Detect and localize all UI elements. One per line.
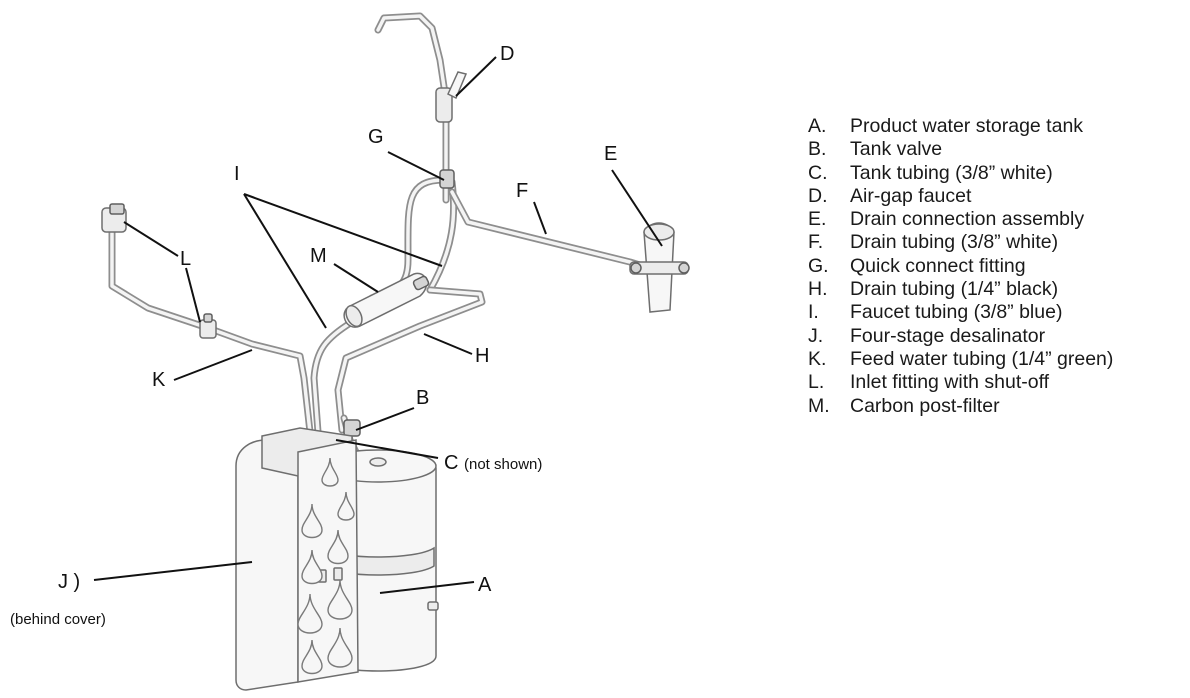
legend-item: L. Inlet fitting with shut-off: [808, 371, 1113, 394]
legend-item: A. Product water storage tank: [808, 115, 1113, 138]
callout-labels: D G E I F L M H K B C (not shown) J ) (b…: [10, 43, 617, 628]
carbon-post-filter: [343, 272, 430, 328]
legend-item: I. Faucet tubing (3/8” blue): [808, 301, 1113, 324]
legend-item: E. Drain connection assembly: [808, 208, 1113, 231]
legend-item: M. Carbon post-filter: [808, 395, 1113, 418]
legend-letter: I.: [808, 301, 819, 324]
legend-letter: F.: [808, 231, 824, 254]
callout-j-note: (behind cover): [10, 611, 106, 628]
legend-text: Carbon post-filter: [850, 394, 1000, 417]
legend-text: Quick connect fitting: [850, 254, 1026, 277]
legend-text: Drain tubing (3/8” white): [850, 231, 1059, 254]
tubing: [108, 12, 654, 456]
legend-item: H. Drain tubing (1/4” black): [808, 278, 1113, 301]
legend-letter: K.: [808, 347, 827, 370]
legend-letter: J.: [808, 324, 824, 347]
legend-letter: D.: [808, 184, 828, 207]
legend-letter: M.: [808, 394, 830, 417]
callout-f: F: [516, 180, 528, 202]
legend-item: C. Tank tubing (3/8” white): [808, 162, 1113, 185]
legend-text: Drain connection assembly: [850, 208, 1085, 231]
legend-letter: B.: [808, 138, 827, 161]
drain-connection-assembly: [629, 222, 690, 313]
legend-letter: A.: [808, 115, 827, 137]
legend-letter: C.: [808, 161, 828, 184]
tank-valve: [343, 419, 361, 437]
legend-item: J. Four-stage desalinator: [808, 325, 1113, 348]
legend-text: Feed water tubing (1/4” green): [850, 347, 1114, 370]
legend-item: D. Air-gap faucet: [808, 185, 1113, 208]
callout-k: K: [152, 369, 166, 391]
callout-l: L: [180, 248, 191, 270]
legend-text: Tank valve: [850, 138, 943, 161]
legend-item: F. Drain tubing (3/8” white): [808, 231, 1113, 254]
legend-letter: E.: [808, 208, 827, 231]
leader-lines: [93, 56, 663, 594]
legend-text: Four-stage desalinator: [850, 324, 1046, 347]
legend-text: Inlet fitting with shut-off: [850, 371, 1050, 394]
inlet-fitting: [101, 203, 127, 233]
callout-g: G: [368, 126, 384, 148]
callout-m: M: [310, 245, 327, 267]
callout-h: H: [475, 345, 489, 367]
air-gap-faucet: [435, 71, 468, 123]
legend-item: K. Feed water tubing (1/4” green): [808, 348, 1113, 371]
callout-i: I: [234, 163, 240, 185]
legend-text: Tank tubing (3/8” white): [850, 161, 1053, 184]
four-stage-desalinator: [235, 427, 359, 691]
callout-c-note: (not shown): [464, 456, 542, 473]
shut-off-valve: [199, 313, 217, 339]
callout-d: D: [500, 43, 514, 65]
legend-text: Drain tubing (1/4” black): [850, 278, 1059, 301]
callout-a: A: [478, 574, 492, 596]
callout-j: J ): [58, 571, 80, 593]
legend-letter: L.: [808, 371, 825, 394]
legend-item: G. Quick connect fitting: [808, 255, 1113, 278]
parts-legend: A. Product water storage tank B. Tank valv…: [808, 115, 1113, 418]
legend-letter: G.: [808, 254, 829, 277]
legend-text: Product water storage tank: [850, 115, 1084, 137]
legend-text: Air-gap faucet: [850, 184, 972, 207]
callout-b: B: [416, 387, 429, 409]
legend-text: Faucet tubing (3/8” blue): [850, 301, 1063, 324]
legend-letter: H.: [808, 278, 828, 301]
callout-c: C: [444, 452, 458, 474]
callout-e: E: [604, 143, 617, 165]
legend-item: B. Tank valve: [808, 138, 1113, 161]
